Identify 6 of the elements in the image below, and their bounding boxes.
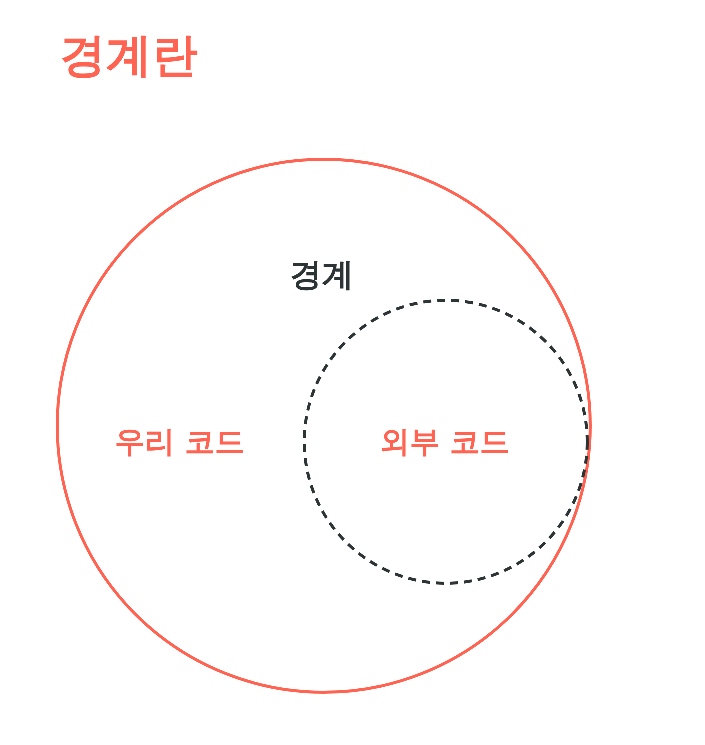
title: 경계란 — [60, 28, 198, 84]
circle-heading: 경계 — [290, 256, 354, 294]
region-label: 우리 코드 — [114, 426, 246, 460]
region-label: 외부 코드 — [380, 426, 510, 460]
dashed-circle — [303, 299, 589, 585]
outer-circle — [56, 158, 592, 694]
